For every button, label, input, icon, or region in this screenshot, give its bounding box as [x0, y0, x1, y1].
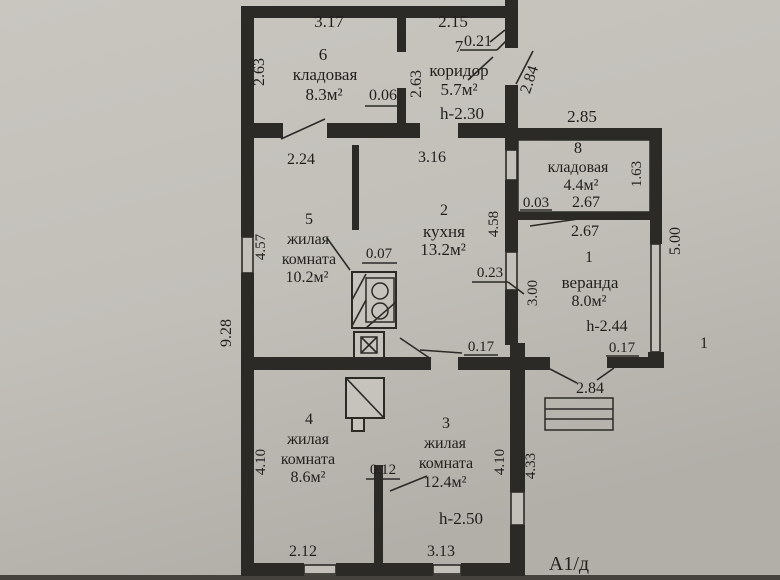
- dim-room8-depth: 1.63: [629, 161, 645, 187]
- room4-name-line1: жилая: [286, 431, 330, 448]
- dim-023: 0.23: [477, 265, 503, 281]
- dim-gap-003: 0.03: [523, 195, 549, 211]
- dim-room5-depth: 4.57: [253, 233, 269, 260]
- dim-outside-433: 4.33: [523, 453, 539, 479]
- dim-door-012: 0.12: [370, 462, 396, 478]
- dim-room4-width: 2.12: [289, 543, 317, 560]
- dim-door-007: 0.07: [366, 246, 393, 262]
- window-veranda-right: [650, 243, 661, 353]
- dim-room8-width: 2.85: [567, 107, 597, 126]
- room3-name-line1: жилая: [423, 435, 467, 452]
- room4-area: 8.6м²: [291, 469, 326, 486]
- room5-number: 5: [305, 211, 313, 228]
- room6-name: кладовая: [293, 65, 358, 84]
- window-bottom-room3: [432, 564, 462, 575]
- furnace-icon: [345, 377, 385, 432]
- room2-area: 13.2м²: [420, 240, 466, 259]
- dim-267-upper: 2.67: [572, 194, 600, 211]
- outside-mark: 1: [700, 335, 708, 352]
- room2-name: кухня: [423, 222, 465, 241]
- window-veranda-left: [505, 251, 518, 291]
- room1-area: 8.0м²: [572, 293, 607, 310]
- room8-name: кладовая: [548, 159, 609, 176]
- dim-room3-depth: 4.10: [492, 449, 508, 475]
- dim-partition67: 0.06: [369, 87, 397, 104]
- window-room8-left: [505, 149, 518, 181]
- room7-name: коридор: [429, 61, 488, 80]
- dim-267-lower: 2.67: [571, 223, 599, 240]
- dim-017-kitchen: 0.17: [468, 339, 495, 355]
- fixtures: [345, 271, 614, 432]
- dim-room7-width: 2.15: [438, 12, 468, 31]
- stove-icon: [351, 271, 397, 329]
- room3-area: 12.4м²: [424, 474, 467, 491]
- room7-area: 5.7м²: [440, 80, 477, 99]
- dim-room3-width: 3.13: [427, 543, 455, 560]
- room4-name-line2: комната: [281, 451, 335, 468]
- dim-017-veranda: 0.17: [609, 340, 636, 356]
- room1-ceiling: h-2.44: [586, 318, 627, 335]
- room1-name: веранда: [562, 273, 619, 292]
- windows: [241, 139, 661, 575]
- dim-room7-depth: 2.63: [408, 70, 425, 98]
- room3-ceiling: h-2.50: [439, 509, 483, 528]
- dim-kitchen-width: 3.16: [418, 149, 446, 166]
- room8-area: 4.4м²: [564, 177, 599, 194]
- dim-kitchen-depth: 4.58: [486, 211, 502, 237]
- window-room5-left: [241, 236, 254, 274]
- room6-area: 8.3м²: [305, 85, 342, 104]
- labels: 3.17 6 кладовая 8.3м² 2.63 0.06 2.15 0.2…: [218, 12, 708, 575]
- room7-ceiling: h-2.30: [440, 104, 484, 123]
- room3-number: 3: [442, 415, 450, 432]
- room6-number: 6: [319, 45, 328, 64]
- window-room3-right: [510, 491, 525, 526]
- room4-number: 4: [305, 411, 313, 428]
- room7-number: 7: [455, 37, 464, 56]
- door-swings-and-leaders: [280, 29, 639, 492]
- room3-name-line2: комната: [419, 455, 473, 472]
- room8-inner-outline: [517, 139, 651, 213]
- walls: [241, 0, 664, 576]
- room5-name-line2: комната: [282, 251, 336, 268]
- dim-room6-width: 3.17: [314, 12, 344, 31]
- dim-veranda-left: 3.00: [525, 280, 541, 306]
- porch-steps: [544, 397, 614, 431]
- dim-veranda-right: 5.00: [667, 227, 684, 255]
- dim-building-depth: 9.28: [218, 319, 235, 347]
- room1-number: 1: [585, 249, 593, 266]
- room2-number: 2: [440, 202, 448, 219]
- room8-number: 8: [574, 140, 582, 157]
- room5-area: 10.2м²: [286, 269, 329, 286]
- plan-code: А1/д: [549, 553, 589, 575]
- dim-room6-height: 2.63: [251, 58, 268, 86]
- dim-niche: 0.21: [464, 33, 492, 50]
- dim-room5-width: 2.24: [287, 151, 315, 168]
- dim-porch-width: 2.84: [576, 380, 604, 397]
- chimney-icon: [353, 331, 385, 359]
- window-bottom-room4: [303, 564, 337, 575]
- dim-room4-depth: 4.10: [253, 449, 269, 475]
- room5-name-line1: жилая: [286, 231, 330, 248]
- scan-edge-strip: [0, 575, 780, 580]
